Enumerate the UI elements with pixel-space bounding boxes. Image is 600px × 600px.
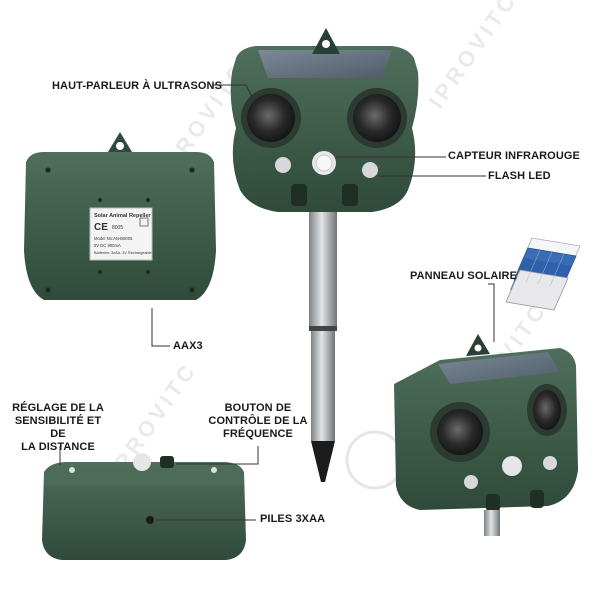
label-frequency-line2: CONTRÔLE DE LA [208,415,308,427]
main-repeller-device [230,28,419,482]
solar-panel-layers-icon [505,237,581,311]
label-ultrasonic-speaker: HAUT-PARLEUR À ULTRASONS [52,80,223,92]
label-frequency-line1: BOUTON DE [224,402,292,414]
sticker-code: 8005 [112,225,123,231]
bottom-view-device [42,453,246,560]
product-sticker [89,207,153,261]
flash-led-left [275,157,291,173]
label-infrared-sensor: CAPTEUR INFRAROUGE [448,150,580,162]
label-sensitivity-line2: SENSIBILITÉ ET DE [14,415,102,440]
leader-lines [59,84,495,521]
sticker-ce: CE [94,222,108,233]
sticker-line2: 5V DC 900mA [94,243,121,248]
label-solar-panel: PANNEAU SOLAIRE [410,270,518,282]
angled-view-device [394,334,578,536]
sticker-line1: Model No:AN-B8005 [94,236,133,241]
label-sensitivity-line1: RÉGLAGE DE LA [12,402,104,414]
back-view-device: Solar Animal Repeller CE 8005 Model No:A… [24,132,216,300]
label-aax3: AAX3 [173,340,203,352]
ultrasonic-speaker-left [247,94,295,142]
pole-lower [311,331,335,441]
label-batteries: PILES 3XAA [260,513,326,525]
label-flash-led: FLASH LED [488,170,551,182]
ultrasonic-speaker-right [353,94,401,142]
sticker-line3: Batteries: 3xAA, 3V Rechargeable [94,251,152,255]
flash-led-right [362,162,378,178]
solar-panel-top [258,50,392,78]
watermark-text: IPROVITC [424,0,522,113]
label-sensitivity-line3: LA DISTANCE [21,441,95,453]
label-frequency: BOUTON DE CONTRÔLE DE LA FRÉQUENCE [206,402,310,441]
power-port [146,516,154,524]
label-sensitivity: RÉGLAGE DE LA SENSIBILITÉ ET DE LA DISTA… [8,402,108,454]
pole-spike [311,441,335,482]
label-frequency-line3: FRÉQUENCE [223,428,293,440]
sticker-title: Solar Animal Repeller [94,213,152,219]
pole-upper [309,212,337,330]
